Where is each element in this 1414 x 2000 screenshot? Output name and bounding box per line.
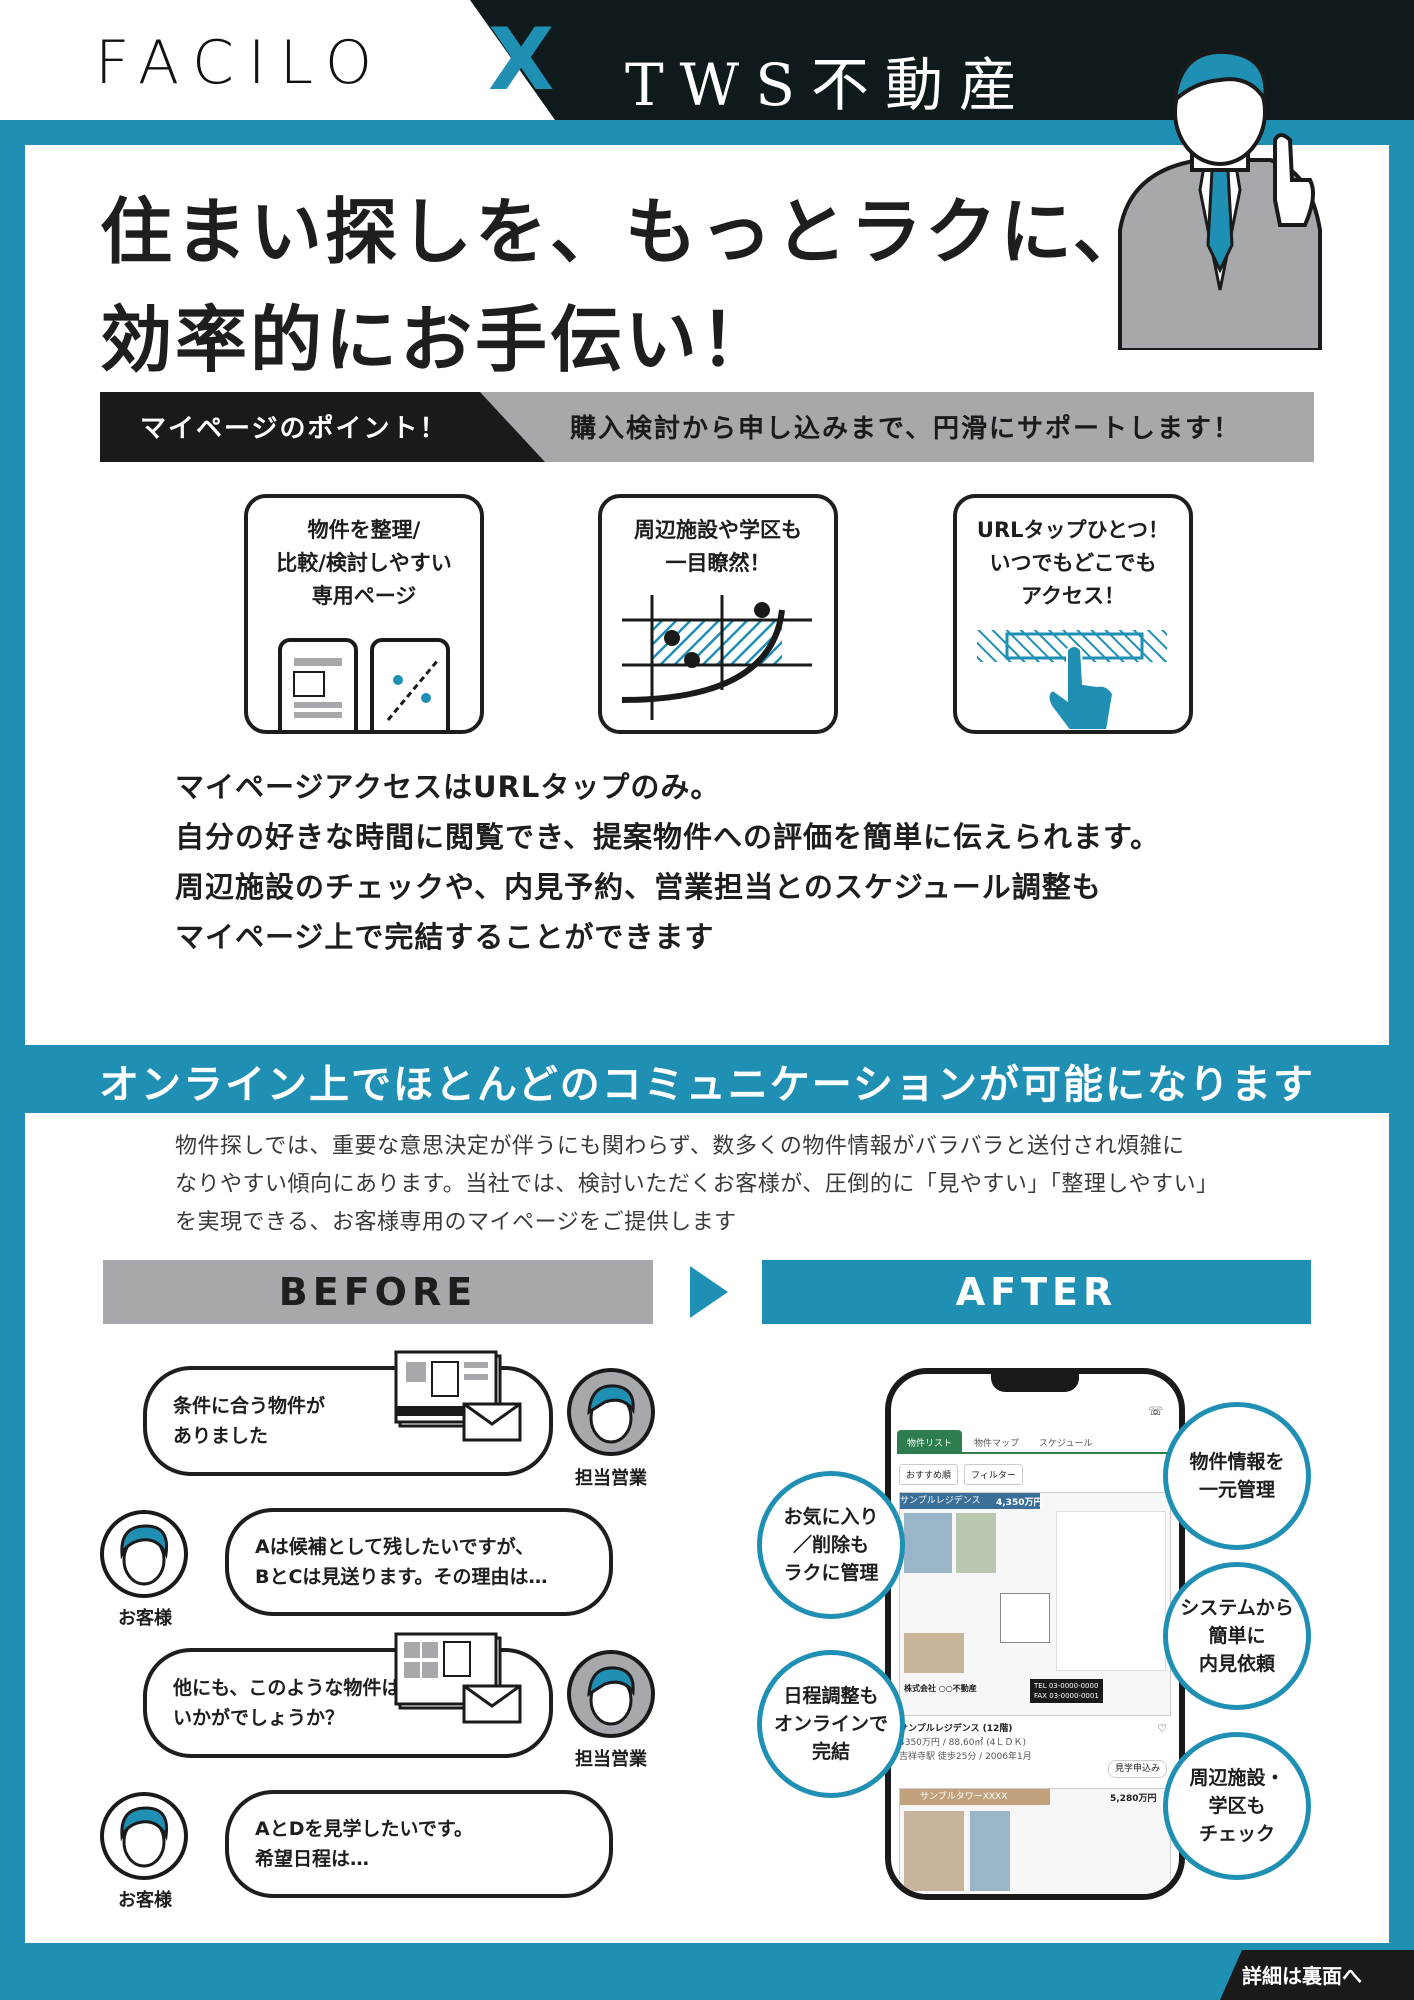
chat-text: Aは候補として残したいですが、 BとCは見送ります。その理由は…: [255, 1536, 548, 1588]
contact-box: TEL 03-0000-0000 FAX 03-0000-0001: [1030, 1679, 1103, 1703]
point-label: マイページのポイント！: [140, 414, 448, 444]
property-card[interactable]: サンプルタワーXXXX 5,280万円: [899, 1788, 1171, 1894]
favorite-heart-icon[interactable]: ♡: [1157, 1722, 1167, 1735]
headline: 住まい探しを、もっとラクに、 効率的にお手伝い！: [100, 178, 1148, 394]
description-line: マイページ上で完結することができます: [175, 920, 715, 954]
sort-button[interactable]: おすすめ順: [899, 1464, 959, 1485]
tab-schedule[interactable]: スケジュール: [1039, 1439, 1093, 1449]
footer-tag: [1220, 1950, 1414, 2000]
arrow-right-icon: [690, 1266, 728, 1318]
benefit-circle: 周辺施設・ 学区も チェック: [1163, 1732, 1311, 1880]
description: マイページアクセスはURLタップのみ。 自分の好きな時間に閲覧でき、提案物件への…: [175, 762, 1160, 962]
feature-title: 周辺施設や学区も 一目瞭然！: [634, 518, 802, 575]
feature-title: URLタップひとつ！ いつでもどこでも アクセス！: [976, 518, 1170, 608]
speaker-label: 担当営業: [575, 1749, 647, 1770]
map-icon: [621, 595, 812, 720]
benefit-circle: 物件情報を 一元管理: [1163, 1402, 1311, 1550]
company-name: 株式会社 ○○不動産: [904, 1684, 977, 1693]
partner-name: TWS不動産: [625, 51, 1034, 119]
headline-line: 住まい探しを、もっとラクに、: [100, 190, 1148, 274]
description-line: 周辺施設のチェックや、内見予約、営業担当とのスケジュール調整も: [175, 870, 1102, 904]
intro-text: 物件探しでは、重要な意思決定が伴うにも関わらず、数多くの物件情報がバラバラと送付…: [175, 1128, 1219, 1242]
description-line: マイページアクセスはURLタップのみ。: [175, 770, 721, 804]
brand-logo: FACILO: [95, 28, 387, 98]
phone-mockup: ☏ 物件リスト 物件マップ スケジュール おすすめ順 フィルター サンプルレジデ…: [885, 1368, 1185, 1900]
speaker-label: お客様: [118, 1890, 172, 1911]
phone-notch: [991, 1374, 1079, 1392]
phone-call-icon[interactable]: ☏: [1147, 1404, 1163, 1418]
chat-text: 他にも、このような物件は いかがでしょうか？: [173, 1677, 401, 1729]
headline-line: 効率的にお手伝い！: [100, 298, 776, 382]
phone-toolbar: おすすめ順 フィルター: [899, 1464, 1023, 1485]
phones-icon: [278, 638, 450, 730]
cross-mark: X: [488, 10, 555, 110]
property-access: 吉祥寺駅 徒歩25分 / 2006年1月: [899, 1752, 1032, 1762]
building-photo: [956, 1513, 996, 1573]
property-name: サンプルレジデンス: [900, 1493, 1040, 1509]
agent-avatar: [567, 1650, 655, 1738]
point-text: 購入検討から申し込みまで、円滑にサポートします！: [570, 414, 1241, 444]
intro-line: 物件探しでは、重要な意思決定が伴うにも関わらず、数多くの物件情報がバラバラと送付…: [175, 1134, 1185, 1159]
property-name: サンプルタワーXXXX: [900, 1789, 1050, 1805]
fax-number: FAX 03-0000-0001: [1034, 1692, 1099, 1700]
chat-text: 条件に合う物件が ありました: [173, 1395, 326, 1447]
benefit-circle: システムから 簡単に 内見依頼: [1163, 1562, 1311, 1710]
after-label: AFTER: [762, 1260, 1311, 1324]
building-photo: [970, 1811, 1010, 1891]
property-detail: 4350万円 / 88.60㎡ (4ＬＤＫ): [899, 1738, 1027, 1748]
customer-avatar: [100, 1792, 188, 1880]
customer-avatar: [100, 1510, 188, 1598]
documents-icon: [394, 1350, 522, 1442]
floor-plan: [1000, 1593, 1050, 1643]
building-photo: [904, 1811, 964, 1891]
spec-table: [1056, 1511, 1166, 1671]
feature-card: 物件を整理/ 比較/検討しやすい 専用ページ: [244, 494, 484, 734]
filter-button[interactable]: フィルター: [964, 1464, 1023, 1485]
tab-property-list[interactable]: 物件リスト: [897, 1430, 963, 1452]
benefit-circle: お気に入り ／削除も ラクに管理: [757, 1471, 905, 1619]
before-label: BEFORE: [103, 1260, 653, 1324]
businessman-icon: [1118, 49, 1322, 350]
chat-bubble: AとDを見学したいです。 希望日程は…: [225, 1790, 613, 1898]
description-line: 自分の好きな時間に閲覧でき、提案物件への評価を簡単に伝えられます。: [175, 820, 1161, 854]
property-card[interactable]: サンプルレジデンス 4,350万円 株式会社 ○○不動産 TEL 03-0000…: [899, 1492, 1171, 1716]
property-price: 4,350万円: [996, 1498, 1043, 1508]
interior-photo: [904, 1633, 964, 1673]
section-title: オンライン上でほとんどのコミュニケーションが可能になります: [99, 1062, 1315, 1108]
property-summary[interactable]: サンプルレジデンス (12階) 4350万円 / 88.60㎡ (4ＬＤＫ) 吉…: [899, 1722, 1171, 1780]
building-photo: [904, 1513, 952, 1573]
intro-line: を実現できる、お客様専用のマイページをご提供します: [175, 1210, 737, 1235]
documents-icon: [394, 1632, 522, 1724]
benefit-circle: 日程調整も オンラインで 完結: [757, 1650, 905, 1798]
property-title: サンプルレジデンス (12階): [899, 1724, 1013, 1734]
visit-request-button[interactable]: 見学申込み: [1107, 1760, 1167, 1778]
intro-line: なりやすい傾向にあります。当社では、検討いただくお客様が、圧倒的に「見やすい」「…: [175, 1172, 1219, 1197]
see-back-link[interactable]: 詳細は裏面へ: [1242, 1964, 1362, 1988]
tap-icon: [977, 630, 1167, 730]
feature-title: 物件を整理/ 比較/検討しやすい 専用ページ: [276, 518, 452, 608]
phone-number: TEL 03-0000-0000: [1034, 1682, 1099, 1690]
speaker-label: 担当営業: [575, 1468, 647, 1489]
chat-text: AとDを見学したいです。 希望日程は…: [255, 1818, 474, 1870]
agent-avatar: [567, 1368, 655, 1456]
feature-card: 周辺施設や学区も 一目瞭然！: [598, 494, 838, 734]
feature-card: URLタップひとつ！ いつでもどこでも アクセス！: [953, 494, 1193, 734]
point-label-bg: [100, 392, 545, 462]
chat-bubble: Aは候補として残したいですが、 BとCは見送ります。その理由は…: [225, 1508, 613, 1616]
tab-property-map[interactable]: 物件マップ: [974, 1439, 1020, 1449]
phone-tabs: 物件リスト 物件マップ スケジュール: [897, 1430, 1173, 1454]
speaker-label: お客様: [118, 1608, 172, 1629]
property-price: 5,280万円: [1110, 1794, 1157, 1804]
